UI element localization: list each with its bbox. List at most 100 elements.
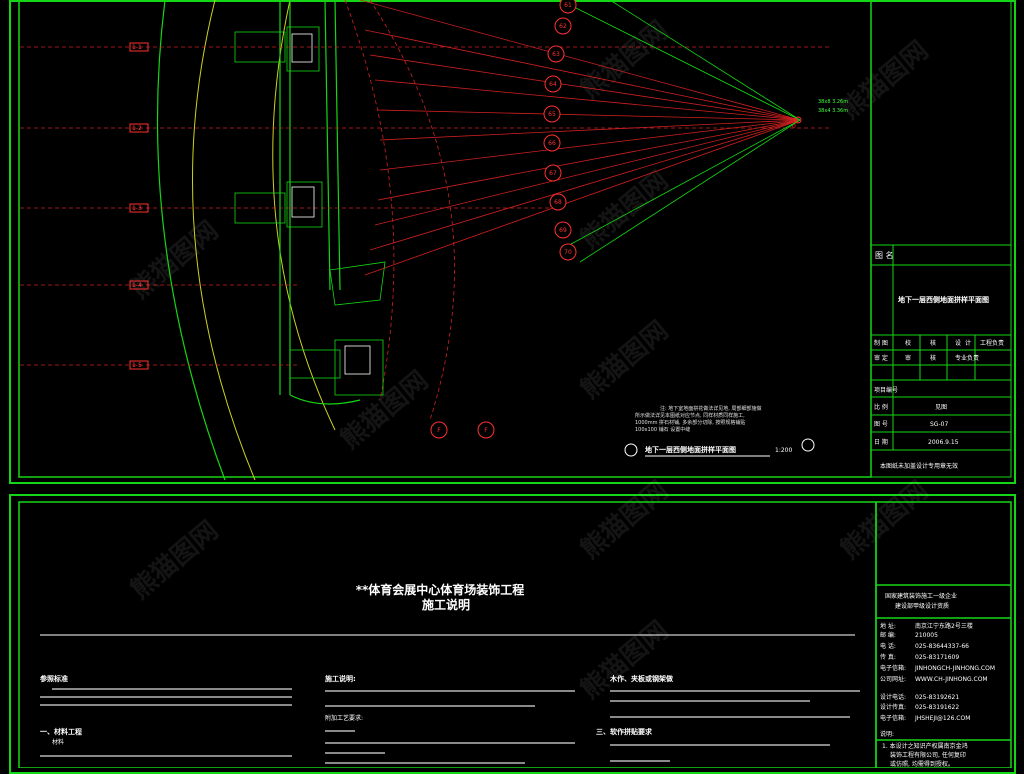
svg-text:图 号: 图 号 [874,421,888,428]
svg-text:38x8 3.26m: 38x8 3.26m [818,99,848,105]
svg-text:附加工艺要求:: 附加工艺要求: [325,714,363,722]
svg-text:材料: 材料 [52,738,64,746]
svg-text:熊猫图网: 熊猫图网 [835,35,935,126]
grid-circle-66: 66 [543,134,561,152]
svg-text:国家建筑装饰施工一级企业: 国家建筑装饰施工一级企业 [885,592,957,600]
svg-text:专业负责: 专业负责 [955,354,979,362]
svg-text:说明:: 说明: [880,730,894,738]
radial-grid-lines [359,0,801,276]
svg-text:025-83644337-66: 025-83644337-66 [915,643,969,650]
red-dashed-arcs [20,0,830,421]
grid-circle-markers: 61 62 63 64 65 66 67 68 69 70 [543,0,577,261]
svg-text:设计电话:: 设计电话: [880,693,906,701]
center-point: 0 38x8 3.26m 38x4 3.36m [792,99,848,130]
grid-circle-64: 64 [544,75,562,93]
svg-text:70: 70 [564,249,572,256]
svg-text:熊猫图网: 熊猫图网 [835,475,935,566]
plan-caption: 地下一层西侧地面拼样平面图 1:200 [645,445,792,457]
svg-text:公司网址:: 公司网址: [880,675,906,683]
svg-text:JHSHEJI@126.COM: JHSHEJI@126.COM [914,715,970,722]
svg-text:图 名: 图 名 [875,250,894,260]
spec-column-3: 木作、夹板或钢架做 三、软作拼贴要求 [596,674,860,762]
svg-text:一、材料工程: 一、材料工程 [40,727,82,736]
svg-text:025-83171609: 025-83171609 [915,654,959,661]
svg-text:日 期: 日 期 [874,438,888,446]
wall-lines [156,0,361,481]
svg-text:地下一层西侧地面拼样平面图: 地下一层西侧地面拼样平面图 [645,445,736,454]
svg-text:SG-07: SG-07 [930,421,948,428]
svg-text:025-83191622: 025-83191622 [915,704,959,711]
svg-text:制 图: 制 图 [874,339,888,347]
svg-text:61: 61 [564,2,572,9]
svg-text:木作、夹板或钢架做: 木作、夹板或钢架做 [609,674,674,683]
company-block: 国家建筑装饰施工一级企业 建设部甲级设计资质 地 址: 南京江宁东路2号三楼 邮… [880,592,995,768]
svg-text:熊猫图网: 熊猫图网 [575,15,675,106]
svg-text:所示做法详见本图纸对应节点, 同样材质同样施工,: 所示做法详见本图纸对应节点, 同样材质同样施工, [635,412,745,419]
grid-circle-63: 63 [547,45,565,63]
watermark: 熊猫图网 熊猫图网 熊猫图网 熊猫图网 熊猫图网 熊猫图网 熊猫图网 熊猫图网 … [125,15,935,706]
svg-text:核: 核 [930,339,936,347]
svg-text:熊猫图网: 熊猫图网 [335,365,435,456]
svg-text:68: 68 [554,199,562,206]
svg-text:审 定: 审 定 [874,354,888,362]
plan-notes: 注: 地下室地面拼花做法详见地, 局部细部施做 所示做法详见本图纸对应节点, 同… [635,405,761,433]
svg-text:1:200: 1:200 [775,447,792,454]
grid-circle-67: 67 [544,164,562,182]
svg-text:建设部甲级设计资质: 建设部甲级设计资质 [895,602,949,610]
svg-text:66: 66 [548,140,556,147]
green-guide-lines [559,0,801,263]
svg-text:1-2: 1-2 [132,125,142,132]
svg-text:1. 本设计之知识产权属南京金鸿: 1. 本设计之知识产权属南京金鸿 [882,742,968,750]
svg-text:工程负责: 工程负责 [980,339,1004,347]
svg-text:三、软作拼贴要求: 三、软作拼贴要求 [596,727,653,736]
svg-text:62: 62 [559,23,567,30]
svg-text:熊猫图网: 熊猫图网 [575,475,675,566]
svg-text:设: 设 [955,339,961,347]
svg-text:装饰工程有限公司, 任何复印: 装饰工程有限公司, 任何复印 [890,751,966,759]
svg-text:67: 67 [549,170,557,177]
spec-column-2: 施工说明: 附加工艺要求: [325,674,575,764]
svg-text:电子信箱:: 电子信箱: [880,714,906,722]
bottom-title: **体育会展中心体育场装饰工程 施工说明 [356,582,525,612]
svg-text:邮 编:: 邮 编: [880,631,896,639]
svg-text:核: 核 [930,354,936,362]
svg-text:F: F [484,427,488,434]
svg-text:熊猫图网: 熊猫图网 [125,215,225,306]
grid-circle-68: 68 [549,193,567,211]
svg-text:或仿照, 均需得到授权。: 或仿照, 均需得到授权。 [890,760,954,768]
stair-blocks [234,26,386,396]
svg-text:比 例: 比 例 [874,403,888,411]
svg-text:电子信箱:: 电子信箱: [880,664,906,672]
svg-text:1000mm 拼石材铺, 多余部分切除, 按照规格铺贴: 1000mm 拼石材铺, 多余部分切除, 按照规格铺贴 [635,419,745,426]
svg-text:南京江宁东路2号三楼: 南京江宁东路2号三楼 [915,622,973,630]
axis-circles-f: F F [430,421,815,457]
grid-circle-62: 62 [554,17,572,35]
svg-text:校: 校 [905,339,911,347]
grid-circle-65: 65 [543,105,561,123]
bottom-frames [18,501,1012,768]
svg-text:地 址:: 地 址: [880,622,896,630]
left-axis-tags: 1-1 1-2 1-3 1-4 1-5 [129,42,149,370]
svg-text:F: F [437,427,441,434]
svg-text:**体育会展中心体育场装饰工程: **体育会展中心体育场装饰工程 [356,582,525,597]
svg-text:100x100 铺石 设置中缝: 100x100 铺石 设置中缝 [635,426,690,433]
svg-text:本图纸未加盖设计专用章无效: 本图纸未加盖设计专用章无效 [880,462,958,470]
svg-text:69: 69 [559,227,567,234]
spec-column-1: 参照标准 一、材料工程 材料 [40,674,292,757]
svg-text:0: 0 [792,123,796,130]
svg-text:项目编号: 项目编号 [874,386,898,394]
svg-text:JINHONGCH-JINHONG.COM: JINHONGCH-JINHONG.COM [914,665,995,672]
drawing-sheet-top [9,0,1016,484]
grid-circle-70: 70 [559,243,577,261]
svg-text:熊猫图网: 熊猫图网 [575,165,675,256]
svg-text:WWW.CH-JINHONG.COM: WWW.CH-JINHONG.COM [915,676,988,683]
svg-text:注: 地下室地面拼花做法详见地, 局部细部施做: 注: 地下室地面拼花做法详见地, 局部细部施做 [660,405,761,412]
grid-circle-61: 61 [559,0,577,14]
svg-text:63: 63 [552,51,560,58]
svg-text:025-83192621: 025-83192621 [915,694,959,701]
svg-text:参照标准: 参照标准 [40,674,68,683]
svg-text:1-5: 1-5 [132,362,142,369]
svg-text:施工说明:: 施工说明: [325,674,356,683]
svg-text:电 话:: 电 话: [880,642,896,650]
